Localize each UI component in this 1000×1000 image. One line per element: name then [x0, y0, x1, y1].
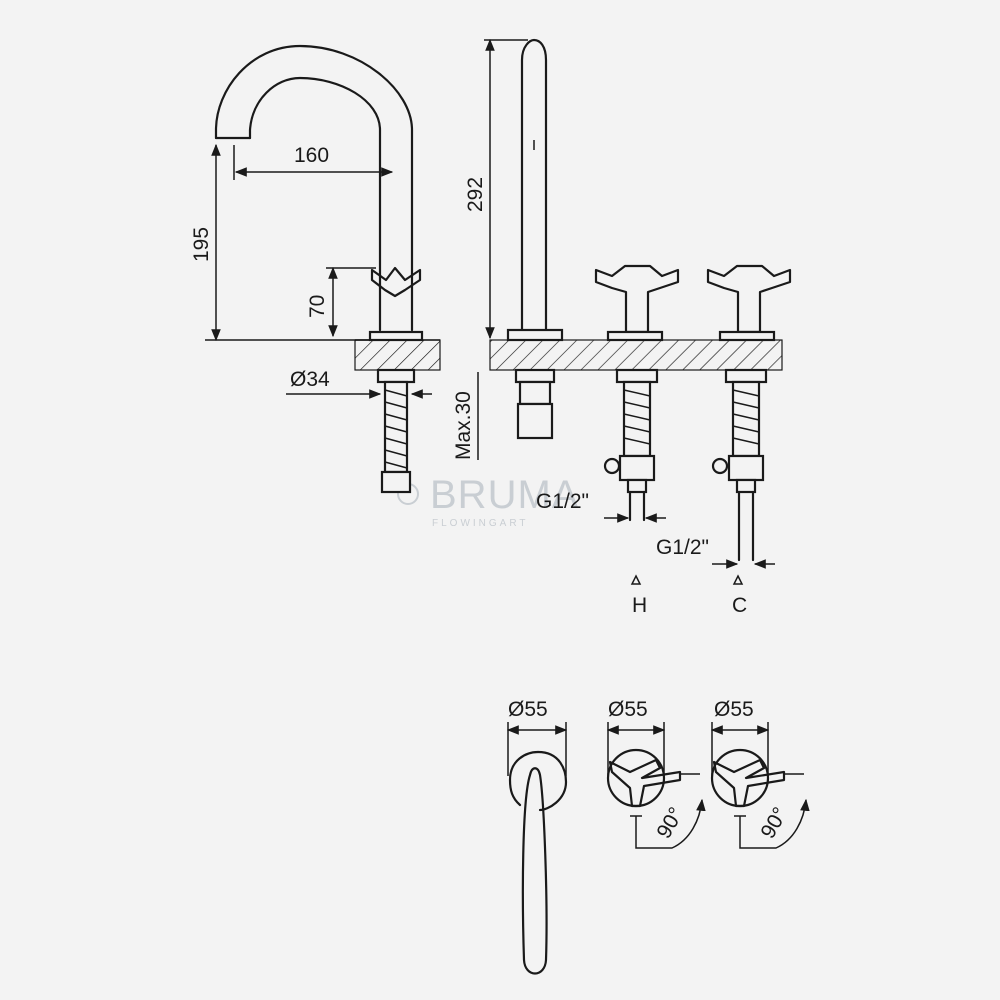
dim-top-diameter-3: Ø55	[714, 698, 754, 721]
dim-connection-hot: G1/2"	[536, 490, 589, 513]
dim-top-diameter-1: Ø55	[508, 698, 548, 721]
dim-top-diameter-2: Ø55	[608, 698, 648, 721]
watermark: BRUMA FLOWINGART	[397, 473, 579, 529]
hot-valve-top-view	[606, 748, 682, 808]
hot-valve-side-view	[594, 264, 680, 522]
dim-rotation-2: 90°	[756, 803, 792, 842]
dim-body-diameter: Ø34	[290, 368, 330, 391]
watermark-brand: BRUMA	[430, 473, 579, 517]
handshower-side-view	[506, 38, 564, 440]
label-cold: C	[732, 594, 747, 617]
dim-max-thickness: Max.30	[452, 391, 475, 460]
dim-connection-cold: G1/2"	[656, 536, 709, 559]
dim-rotation-1: 90°	[652, 803, 688, 842]
label-hot: H	[632, 594, 647, 617]
cold-valve-top-view	[710, 748, 786, 808]
countertop-left	[354, 339, 441, 371]
handshower-top-view	[508, 750, 568, 975]
cold-valve-side-view	[706, 264, 792, 562]
dim-handshower-length: 292	[464, 177, 487, 212]
countertop-right	[489, 339, 783, 371]
watermark-tagline: FLOWINGART	[432, 518, 528, 529]
dim-spout-height: 195	[190, 227, 213, 262]
spout-side-view	[214, 44, 424, 494]
dim-handle-height: 70	[306, 295, 329, 318]
dim-spout-reach: 160	[294, 144, 329, 167]
